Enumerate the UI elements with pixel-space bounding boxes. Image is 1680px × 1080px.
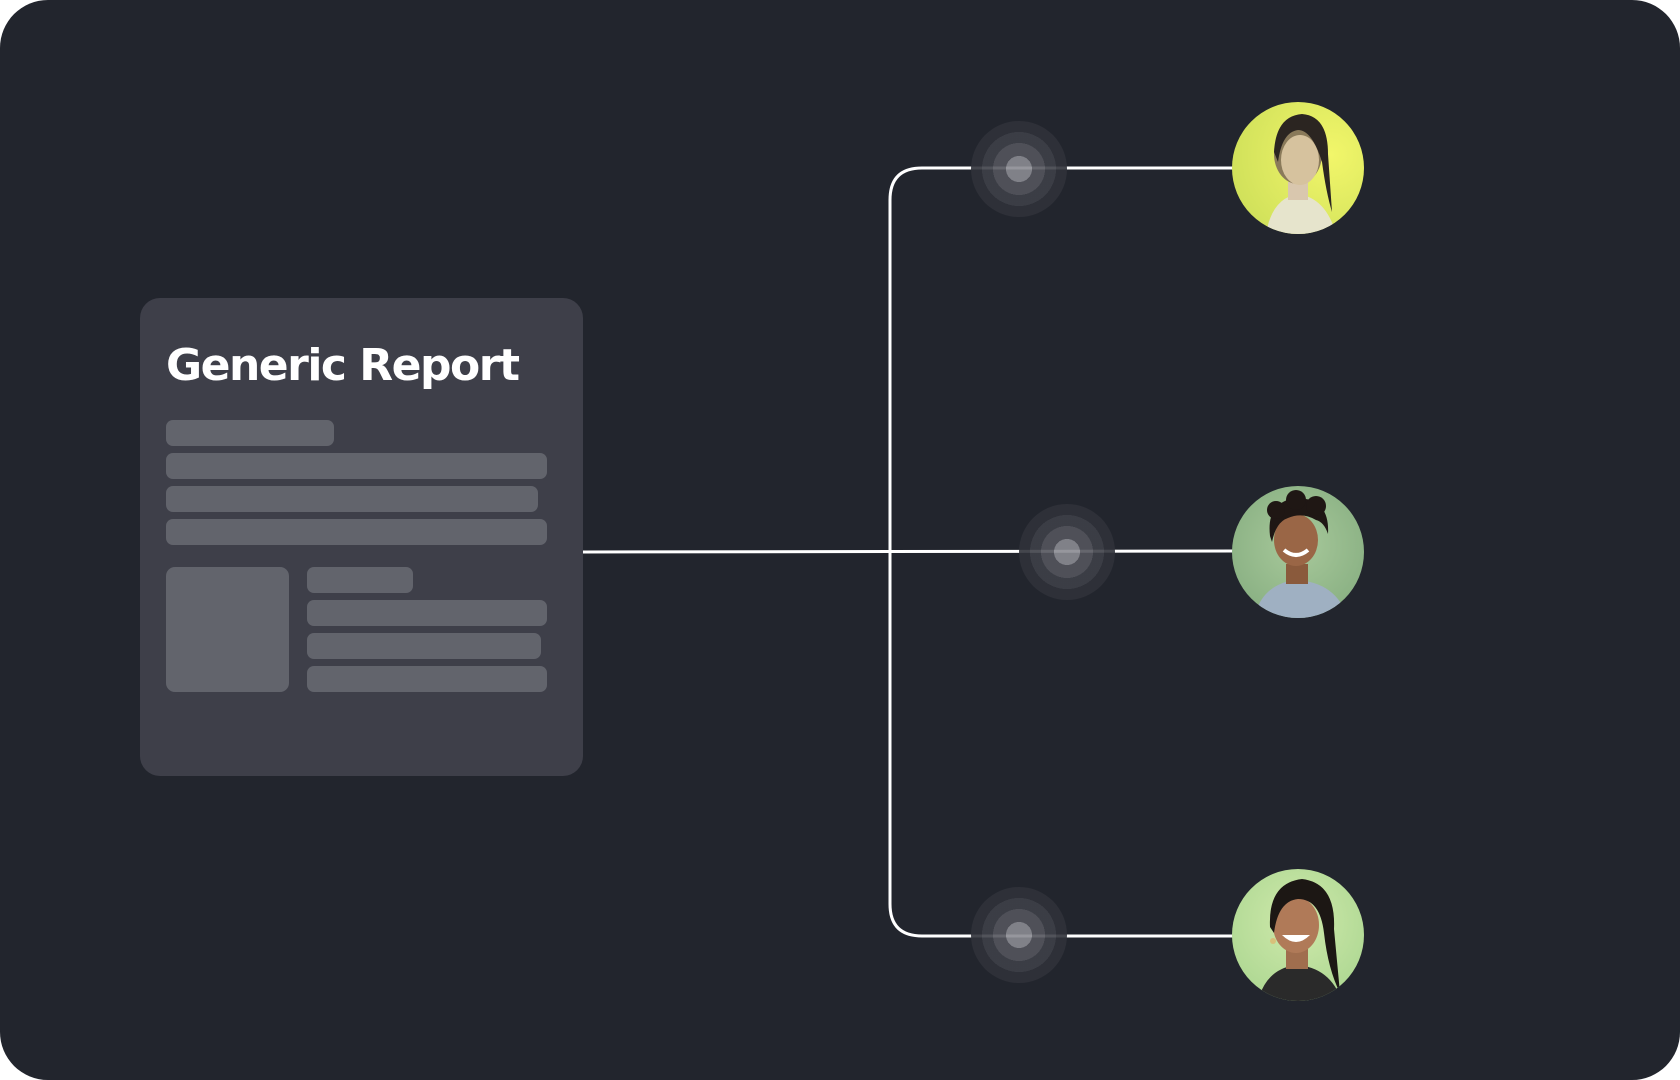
pulse-marker (1019, 504, 1115, 600)
placeholder-line (166, 519, 547, 545)
connector-branch (888, 166, 1236, 938)
placeholder-line (307, 567, 413, 593)
placeholder-image (166, 567, 289, 692)
pulse-marker (971, 121, 1067, 217)
person-avatar-icon (1232, 869, 1364, 1001)
report-title: Generic Report (166, 340, 520, 391)
placeholder-line (166, 420, 334, 446)
placeholder-line (307, 666, 547, 692)
report-card: Generic Report (140, 298, 583, 776)
avatar-woman-top (1232, 102, 1364, 234)
placeholder-line (307, 633, 541, 659)
person-avatar-icon (1232, 102, 1364, 234)
placeholder-line (307, 600, 547, 626)
placeholder-line (166, 453, 547, 479)
avatar-man-middle (1232, 486, 1364, 618)
pulse-marker (971, 887, 1067, 983)
person-avatar-icon (1232, 486, 1364, 618)
connector-trunk (582, 549, 1237, 554)
placeholder-line (166, 486, 538, 512)
avatar-woman-bottom (1232, 869, 1364, 1001)
